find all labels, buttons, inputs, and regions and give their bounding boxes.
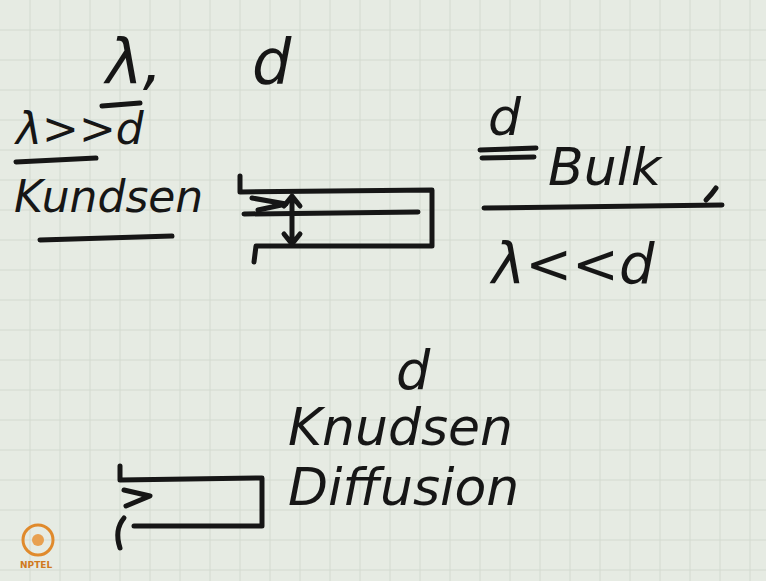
fraction-line xyxy=(484,205,722,208)
molecule-path xyxy=(252,198,286,210)
logo-text: NPTEL xyxy=(20,560,52,570)
pore-outline xyxy=(120,466,262,526)
ink-strokes xyxy=(16,103,722,548)
pore-mid-line xyxy=(244,212,418,214)
variable-text: d xyxy=(488,88,521,148)
variable-pair: λ, d xyxy=(106,26,291,97)
tick-mark xyxy=(706,188,716,200)
regime-name: Bulk xyxy=(548,138,661,198)
regime-name: Kundsen xyxy=(14,172,203,223)
underline xyxy=(40,236,172,240)
condition-text: λ>>d xyxy=(16,104,144,155)
molecule-path xyxy=(124,490,150,506)
underline xyxy=(16,158,96,162)
logo xyxy=(23,525,53,555)
regime-name: Knudsen Diffusion xyxy=(288,398,578,518)
double-underline xyxy=(480,148,536,158)
pore-outline xyxy=(240,176,432,262)
condition-text: λ<<d xyxy=(492,232,655,296)
variable-text: d xyxy=(396,340,430,402)
pore-wall xyxy=(118,518,124,548)
diameter-arrow xyxy=(284,196,300,244)
